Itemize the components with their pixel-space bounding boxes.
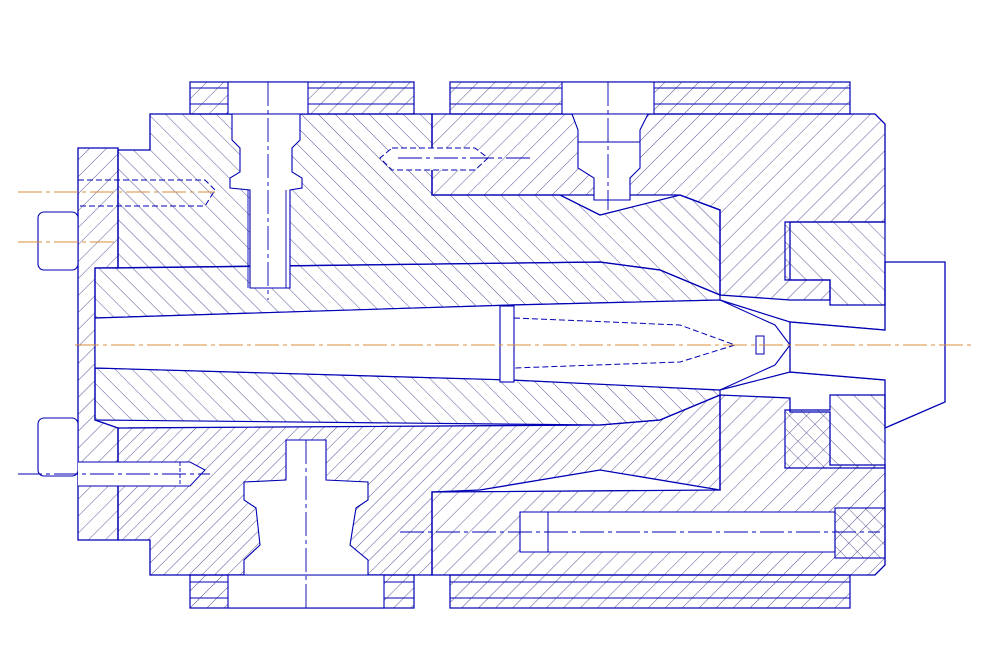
- cartridge-heater: [519, 507, 886, 559]
- centerlines: [18, 82, 975, 610]
- bottom-clamp-plate-right: [449, 574, 851, 609]
- dashed-pin-top: [379, 147, 489, 171]
- side-screw-upper: [78, 179, 216, 207]
- left-end-cap: [37, 147, 119, 541]
